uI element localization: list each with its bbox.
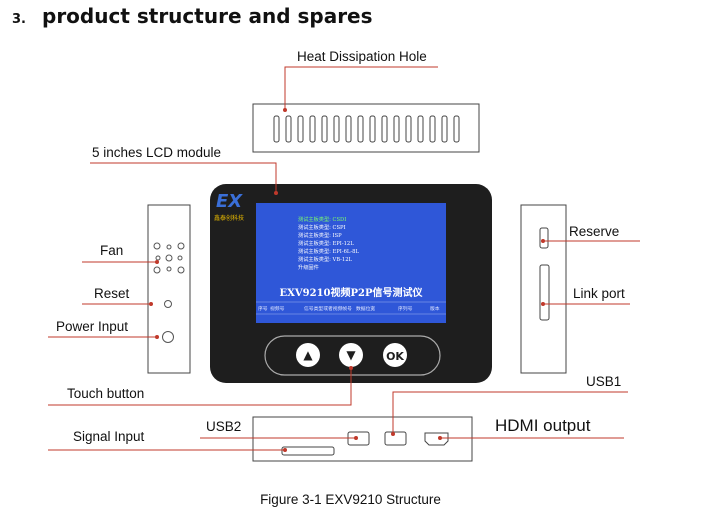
- lcd-menu-line: 测试主板类型: EPI-6L-8L: [298, 247, 359, 255]
- top-panel: [252, 103, 480, 153]
- label-usb2: USB2: [206, 419, 242, 434]
- lcd-screen: [256, 203, 446, 323]
- lcd-menu-line: 测试主板类型: CSPI: [298, 223, 346, 231]
- down-button[interactable]: ▼: [339, 343, 363, 367]
- fan-icon: [153, 242, 185, 274]
- right-side-panel: [520, 204, 567, 374]
- section-number: 3.: [12, 12, 26, 27]
- device-front: EX 鑫泰创科技 测试主板类型: CSDI 测试主板类型: CSPI 测试主板类…: [210, 184, 492, 383]
- section-heading: 3. product structure and spares: [12, 4, 373, 28]
- lcd-menu-line: 测试主板类型: ISP: [298, 231, 342, 239]
- down-arrow-icon: ▼: [346, 348, 356, 362]
- label-heat-dissipation-hole: Heat Dissipation Hole: [297, 49, 427, 64]
- lcd-footer-cell: 数据位宽: [356, 305, 375, 312]
- heat-dissipation-slots: [273, 115, 460, 143]
- power-input-jack: [162, 331, 174, 343]
- lcd-menu-line: 测试主板类型: EPI-12L: [298, 239, 354, 247]
- leader-lines: [48, 66, 640, 451]
- label-power-input: Power Input: [56, 319, 129, 334]
- leader-dots: [149, 108, 545, 452]
- lcd-footer-cell: 信号类型或者视频帧号: [304, 305, 352, 312]
- ok-button[interactable]: OK: [383, 343, 407, 367]
- brand-logo: EX 鑫泰创科技: [214, 191, 244, 222]
- reset-hole: [164, 300, 172, 308]
- label-link-port: Link port: [573, 286, 625, 301]
- section-title: product structure and spares: [42, 4, 373, 28]
- touch-button-strip: [264, 335, 441, 376]
- hdmi-port: [424, 432, 449, 446]
- label-signal-input: Signal Input: [73, 429, 145, 444]
- label-reset: Reset: [94, 286, 130, 301]
- lcd-footer-cell: 序号: [258, 305, 268, 312]
- reserve-port: [539, 227, 549, 249]
- label-touch-button: Touch button: [67, 386, 145, 401]
- up-arrow-icon: ▲: [303, 348, 313, 362]
- lcd-footer-cell: 版本: [430, 305, 440, 312]
- up-button[interactable]: ▲: [296, 343, 320, 367]
- lcd-footer: 序号 视频号 信号类型或者视频帧号 数据位宽 序列号 版本: [258, 305, 440, 312]
- label-hdmi-output: HDMI output: [495, 416, 591, 435]
- label-usb1: USB1: [586, 374, 622, 389]
- lcd-title: EXV9210视频P2P信号测试仪: [280, 286, 424, 299]
- lcd-footer-cell: 视频号: [270, 305, 285, 312]
- label-reserve: Reserve: [569, 224, 620, 239]
- signal-input-port: [281, 446, 335, 456]
- link-port: [539, 264, 550, 321]
- label-fan: Fan: [100, 243, 124, 258]
- label-lcd-module: 5 inches LCD module: [92, 145, 222, 160]
- lcd-menu-line: 测试主板类型: VB-12L: [298, 255, 353, 263]
- usb1-port: [384, 431, 407, 446]
- left-side-panel: [147, 204, 191, 374]
- figure-caption: Figure 3-1 EXV9210 Structure: [260, 492, 441, 507]
- lcd-menu-line: 升级固件: [298, 263, 319, 271]
- brand-logo-text: EX: [216, 191, 243, 212]
- bottom-panel: [252, 416, 473, 462]
- brand-logo-tagline: 鑫泰创科技: [214, 214, 244, 222]
- ok-label: OK: [386, 350, 404, 363]
- lcd-menu: 测试主板类型: CSDI 测试主板类型: CSPI 测试主板类型: ISP 测试…: [298, 215, 359, 271]
- lcd-menu-line: 测试主板类型: CSDI: [298, 215, 346, 223]
- lcd-footer-cell: 序列号: [398, 305, 413, 312]
